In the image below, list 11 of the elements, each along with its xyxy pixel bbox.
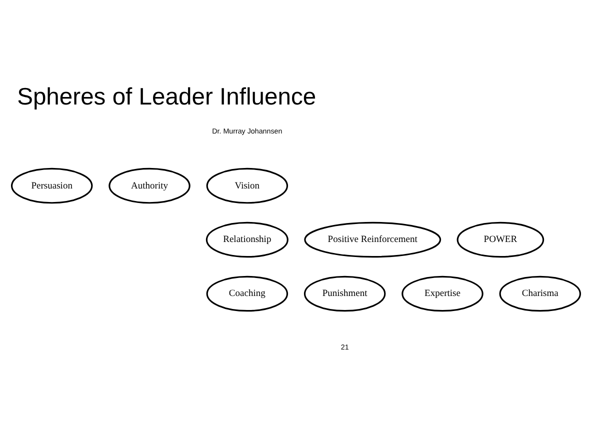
node-ellipse: Charisma [499, 275, 582, 312]
node-ellipse: Vision [206, 167, 288, 204]
node-ellipse: Expertise [402, 275, 484, 312]
node-ellipse: Positive Reinforcement [304, 221, 442, 258]
node-ellipse: Relationship [206, 221, 288, 258]
node-ellipse: Punishment [304, 275, 386, 312]
node-ellipse: Coaching [206, 275, 288, 312]
node-ellipse: Authority [108, 167, 190, 204]
node-ellipse: POWER [456, 221, 544, 258]
node-ellipse: Persuasion [10, 167, 93, 204]
diagram-title: Spheres of Leader Influence [17, 82, 316, 110]
